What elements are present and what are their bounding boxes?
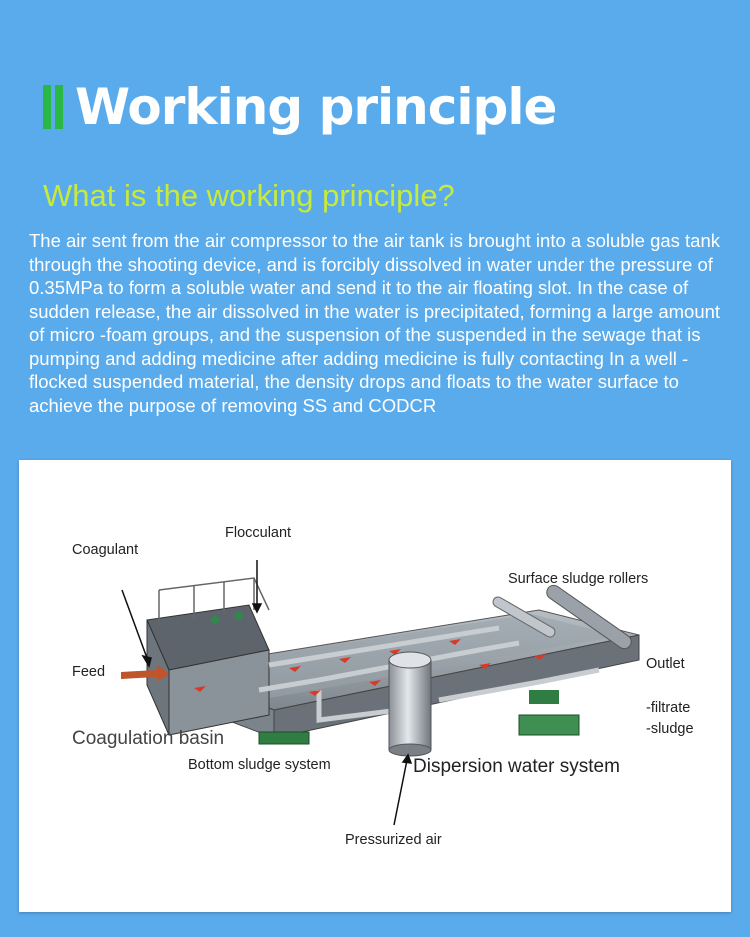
label-surface-sludge-rollers: Surface sludge rollers: [508, 571, 649, 587]
feed-arrow: [121, 664, 169, 682]
equipment-illustration: [121, 560, 640, 826]
title-accent-bar-icon: [43, 85, 63, 129]
title-block: Working principle: [43, 78, 557, 136]
flow-arrows: [194, 639, 546, 696]
label-dispersion-water-system: Dispersion water system: [413, 756, 620, 777]
process-diagram: Coagulant Flocculant Surface sludge roll…: [19, 460, 731, 912]
pumps: [258, 690, 580, 745]
label-pressurized-air: Pressurized air: [345, 832, 442, 848]
label-coagulation-basin: Coagulation basin: [72, 728, 225, 749]
sludge-rollers: [492, 584, 632, 650]
coagulation-basin: [146, 577, 270, 736]
description-text: The air sent from the air compressor to …: [29, 230, 721, 416]
label-outlet: Outlet: [646, 656, 685, 672]
label-filtrate: -filtrate: [646, 700, 691, 716]
label-sludge: -sludge: [646, 721, 694, 737]
label-flocculant: Flocculant: [225, 525, 292, 541]
page-title: Working principle: [75, 78, 557, 136]
label-bottom-sludge-system: Bottom sludge system: [188, 757, 331, 773]
pressure-vessel: [388, 651, 432, 757]
pointer-arrows: [121, 560, 413, 826]
label-feed: Feed: [72, 664, 106, 680]
label-coagulant: Coagulant: [72, 542, 139, 558]
section-subtitle: What is the working principle?: [43, 178, 455, 213]
